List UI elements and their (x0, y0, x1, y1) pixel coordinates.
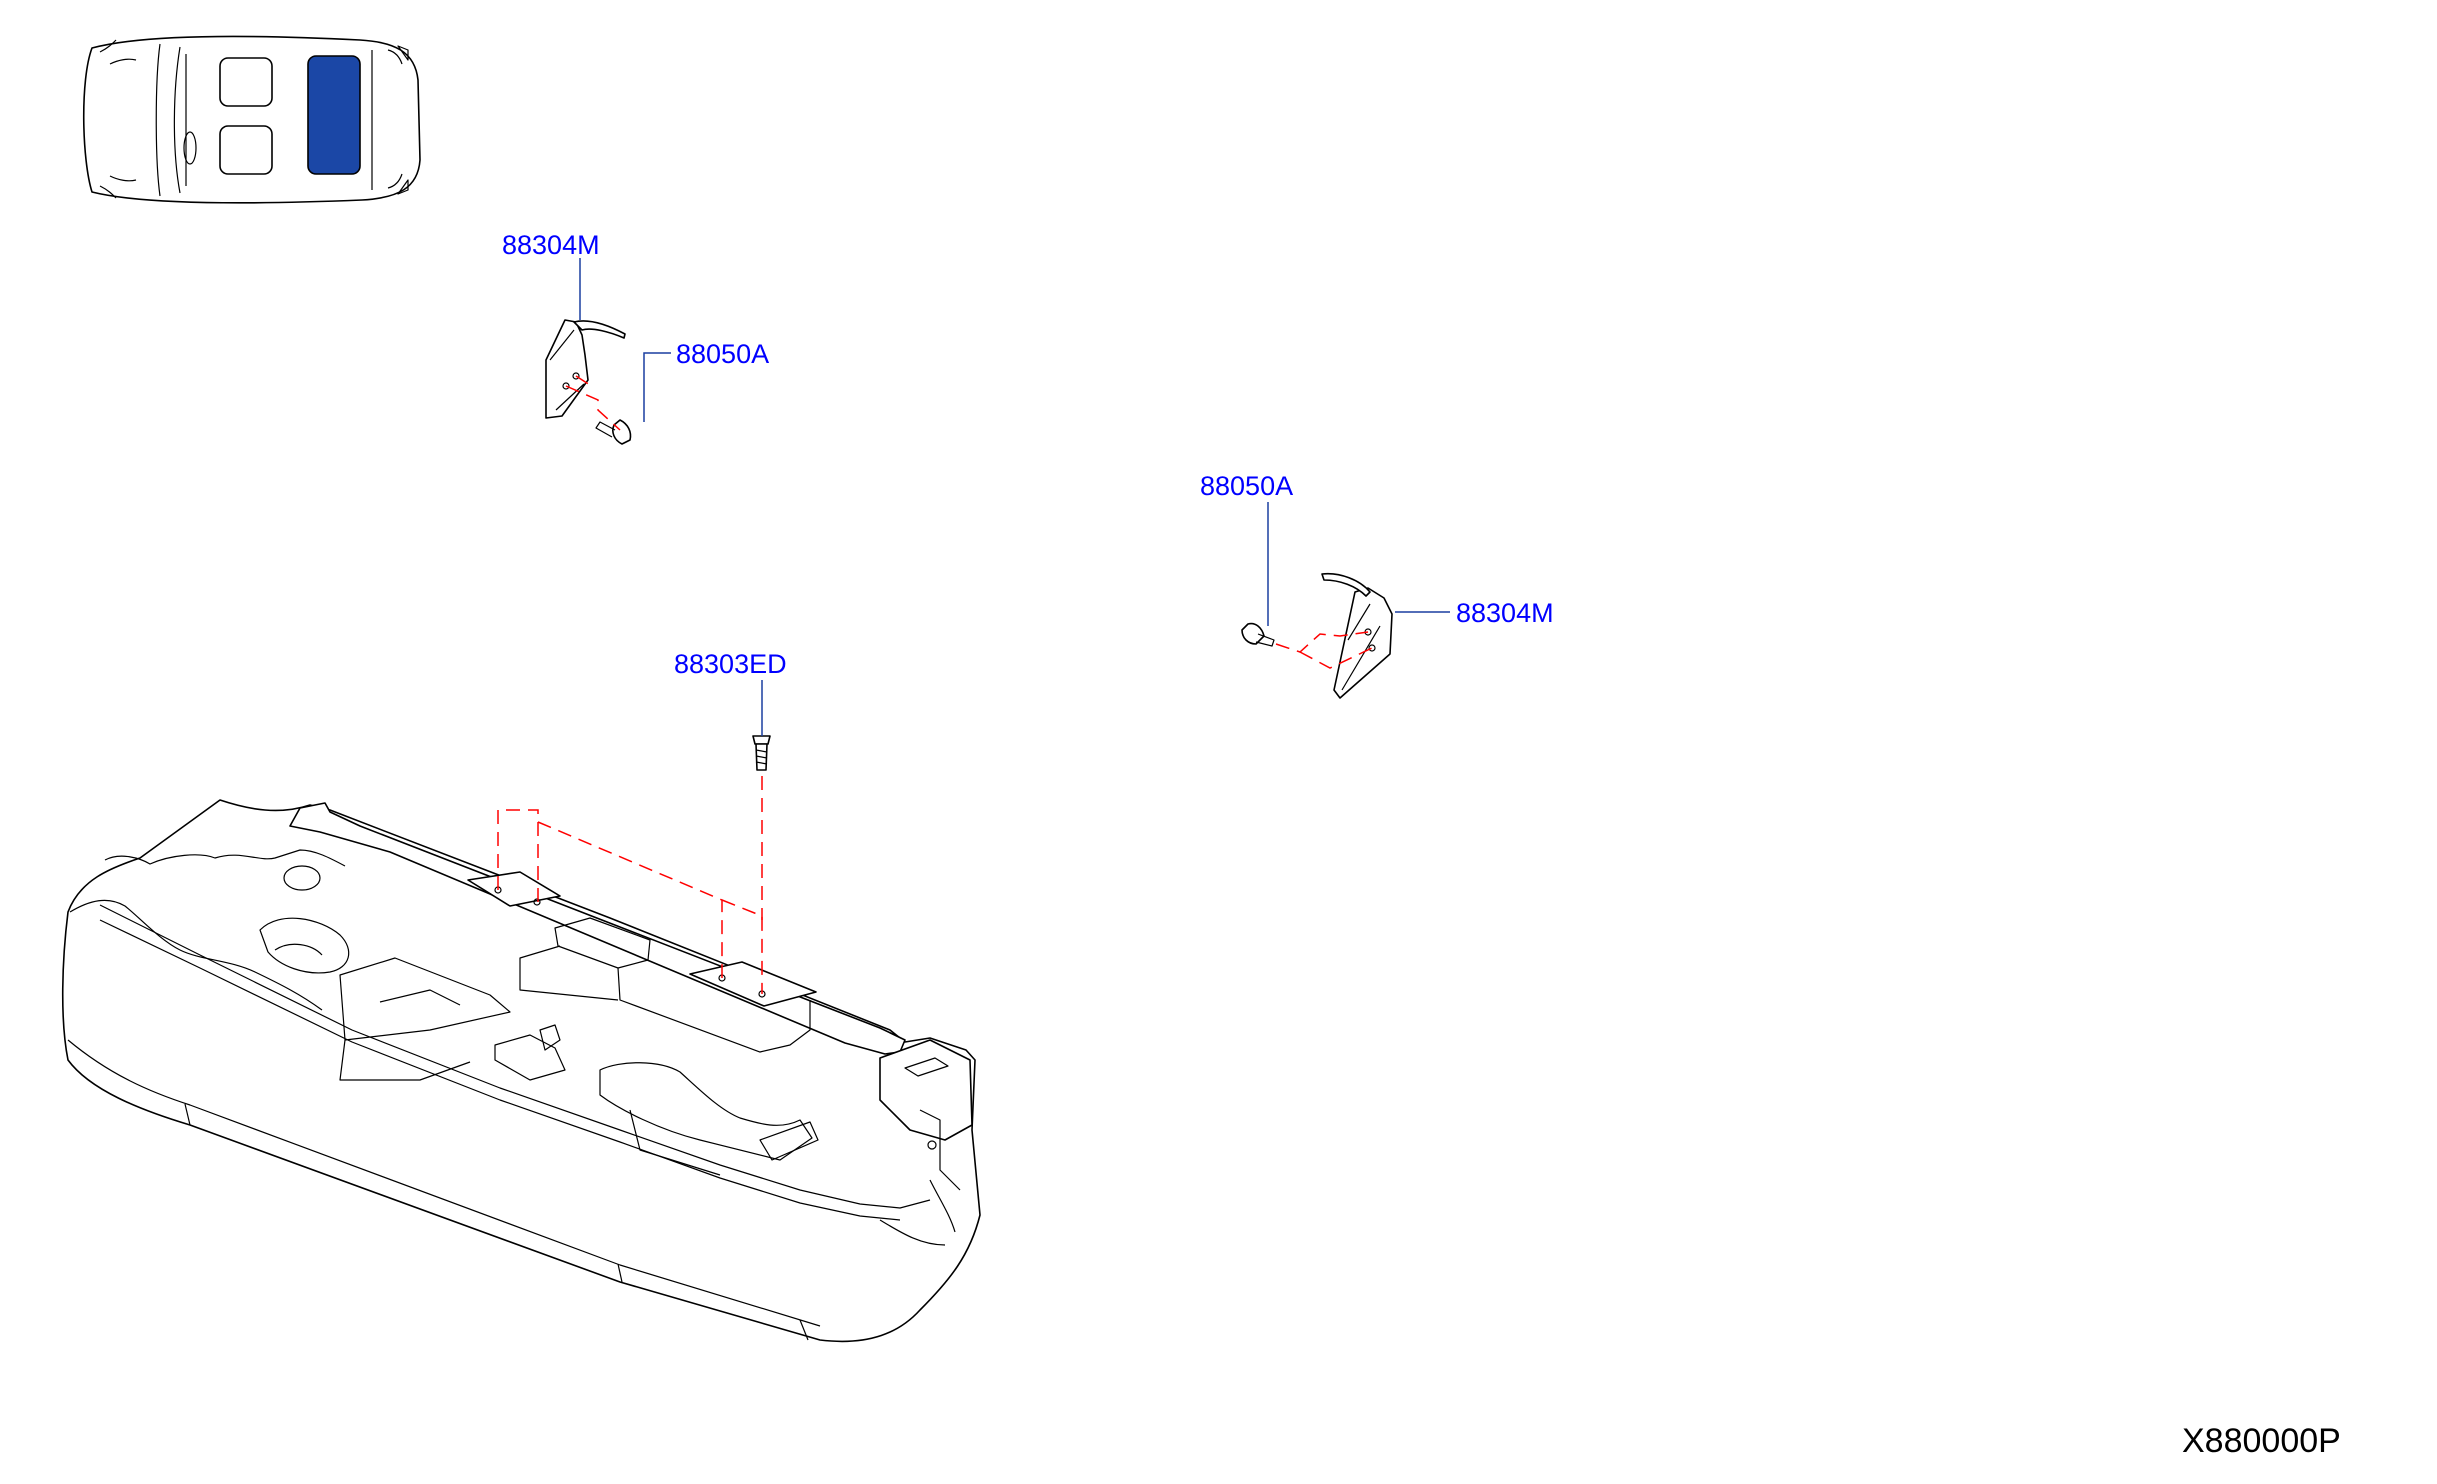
bolt-upper-left (595, 419, 632, 445)
rear-seat-cushion (61, 799, 981, 1343)
bracket-upper-left (545, 319, 626, 419)
clip-88303ed (752, 735, 771, 771)
diagram-code: X880000P (2182, 1422, 2341, 1460)
label-88304m-right: 88304M (1456, 598, 1554, 628)
bolt-right (1241, 622, 1275, 647)
label-88050a-right: 88050A (1200, 471, 1293, 501)
label-88303ed: 88303ED (674, 649, 787, 679)
vehicle-locator-icon (82, 35, 421, 204)
highlighted-rear-seat (307, 55, 361, 175)
label-88304m-upper: 88304M (502, 230, 600, 260)
label-88050a-upper: 88050A (676, 339, 769, 369)
bracket-right (1321, 572, 1393, 699)
